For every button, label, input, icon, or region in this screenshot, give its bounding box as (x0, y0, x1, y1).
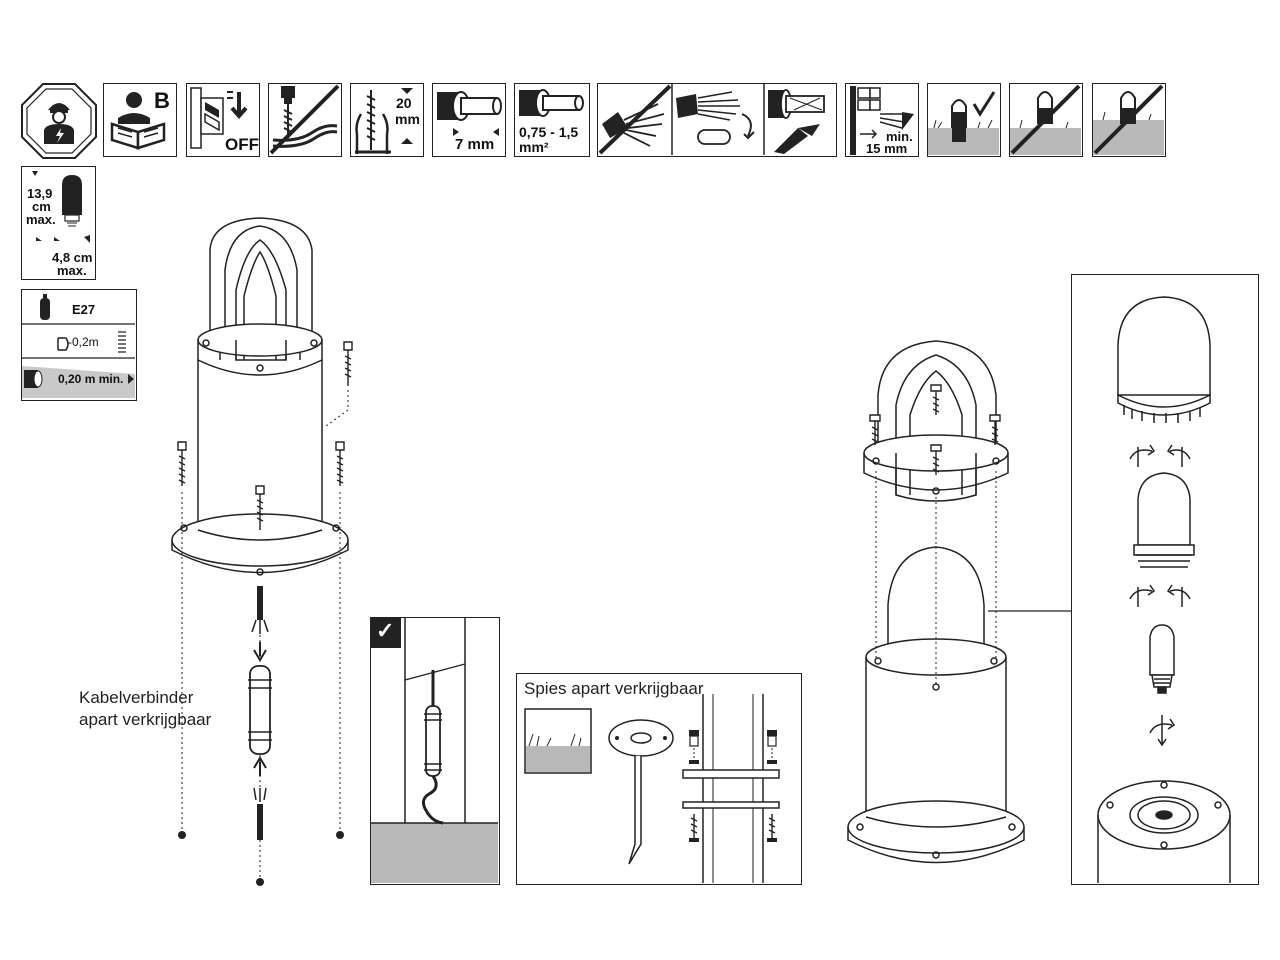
lamp-height-max: max. (26, 212, 56, 227)
wrong-depth-icon-a (1009, 83, 1083, 157)
strip-length-label: 7 mm (455, 136, 495, 153)
depth-value: 20 (396, 95, 412, 111)
cable-connector-caption-2: apart verkrijgbaar (79, 710, 212, 729)
no-drilling-icon (268, 83, 342, 157)
socket-type: E27 (72, 302, 96, 317)
off-label: OFF (225, 135, 259, 154)
depth-unit: mm (395, 111, 420, 127)
correct-connection-panel: ✓ (370, 617, 500, 885)
cable-connector-caption-1: Kabelverbinder (79, 688, 194, 707)
right-assembly-view (847, 340, 1072, 864)
strip-length-icon: 7 mm (432, 83, 506, 157)
spike-caption: Spies apart verkrijgbaar (524, 679, 704, 698)
cable-preparation-icon (597, 83, 837, 157)
cross-section-unit: mm² (519, 139, 549, 155)
lamp-size-spec: 13,9 cm max. 4,8 cm max. (21, 166, 96, 280)
lamp-height-value: 13,9 (27, 186, 53, 201)
cross-section-value: 0,75 - 1,5 (519, 124, 579, 140)
left-exploded-view (171, 217, 353, 886)
spike-panel: Spies apart verkrijgbaar (516, 673, 802, 885)
terminal-min-label: min. (886, 129, 913, 144)
check-mark: ✓ (376, 618, 395, 643)
correct-depth-icon (927, 83, 1001, 157)
bulb-detail-panel (1071, 274, 1259, 885)
distance-a-label: -0,2m (68, 335, 99, 349)
manual-letter: B (154, 88, 170, 113)
lamp-width-max: max. (57, 263, 87, 278)
wrong-depth-icon-b (1092, 83, 1166, 157)
terminal-block-icon: min. 15 mm (845, 83, 919, 157)
distance-b-label: 0,20 m min. (58, 372, 124, 386)
socket-spec: E27 -0,2m 0,20 m min. (21, 289, 137, 401)
read-manual-icon: B (103, 83, 177, 157)
terminal-min-value: 15 mm (866, 141, 908, 156)
switch-off-icon: OFF (186, 83, 260, 157)
electrician-icon (21, 83, 97, 159)
lamp-width-value: 4,8 cm (52, 250, 93, 265)
cross-section-icon: 0,75 - 1,5 mm² (514, 83, 590, 157)
depth-icon: 20 mm (350, 83, 424, 157)
lamp-height-unit: cm (32, 199, 51, 214)
